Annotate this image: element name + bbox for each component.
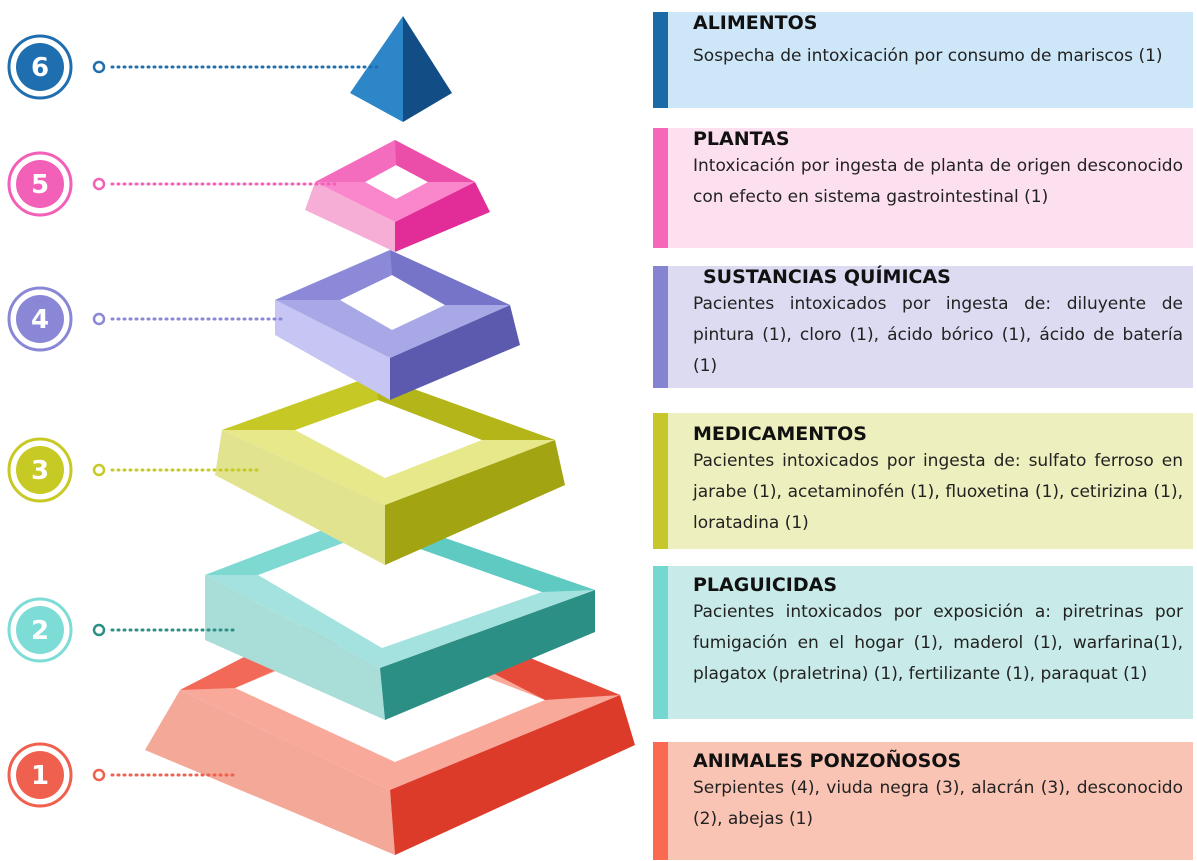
badge-number-3: 3 bbox=[31, 456, 49, 486]
panel-text: Intoxicación por ingesta de planta de or… bbox=[693, 156, 1183, 207]
panel-plaguicidas: PLAGUICIDAS Pacientes intoxicados por ex… bbox=[653, 566, 1193, 719]
badge-1: 1 bbox=[7, 742, 237, 808]
panel-text: Pacientes intoxicados por ingesta de: su… bbox=[693, 451, 1183, 533]
panel-accent-bar bbox=[653, 742, 668, 860]
badge-2: 2 bbox=[7, 597, 237, 663]
panel-accent-bar bbox=[653, 266, 668, 388]
panel-accent-bar bbox=[653, 413, 668, 549]
panel-accent-bar bbox=[653, 566, 668, 719]
pyramid-tier-3 bbox=[215, 375, 565, 565]
panel-sustancias-quimicas: SUSTANCIAS QUÍMICAS Pacientes intoxicado… bbox=[653, 266, 1193, 388]
pyramid-tier-6 bbox=[350, 16, 452, 122]
panel-title: ANIMALES PONZOÑOSOS bbox=[693, 750, 962, 772]
panel-title: PLAGUICIDAS bbox=[693, 574, 838, 596]
badge-number-5: 5 bbox=[31, 170, 49, 200]
panel-text: Sospecha de intoxicación por consumo de … bbox=[693, 46, 1163, 66]
pyramid-tier-5 bbox=[305, 140, 490, 252]
panel-accent-bar bbox=[653, 128, 668, 248]
badge-number-2: 2 bbox=[31, 616, 49, 646]
badge-6: 6 bbox=[7, 34, 382, 100]
pyramid-tier-4 bbox=[275, 250, 520, 400]
panel-title: SUSTANCIAS QUÍMICAS bbox=[703, 266, 951, 288]
panel-plantas: PLANTAS Intoxicación por ingesta de plan… bbox=[653, 128, 1193, 248]
panel-animales-ponzonosos: ANIMALES PONZOÑOSOS Serpientes (4), viud… bbox=[653, 742, 1193, 860]
panel-text: Serpientes (4), viuda negra (3), alacrán… bbox=[693, 778, 1183, 829]
badge-4: 4 bbox=[7, 286, 287, 352]
panel-title: PLANTAS bbox=[693, 128, 790, 150]
panel-alimentos: ALIMENTOS Sospecha de intoxicación por c… bbox=[653, 12, 1193, 108]
badge-number-4: 4 bbox=[31, 305, 49, 335]
badge-3: 3 bbox=[7, 437, 260, 503]
panel-accent-bar bbox=[653, 12, 668, 108]
panel-medicamentos: MEDICAMENTOS Pacientes intoxicados por i… bbox=[653, 413, 1193, 549]
panel-text: Pacientes intoxicados por exposición a: … bbox=[693, 602, 1183, 684]
badge-5: 5 bbox=[7, 151, 337, 217]
badge-number-6: 6 bbox=[31, 53, 49, 83]
panel-text: Pacientes intoxicados por ingesta de: di… bbox=[693, 294, 1183, 376]
panel-title: ALIMENTOS bbox=[693, 12, 818, 34]
panel-title: MEDICAMENTOS bbox=[693, 423, 867, 445]
badge-number-1: 1 bbox=[31, 761, 49, 791]
